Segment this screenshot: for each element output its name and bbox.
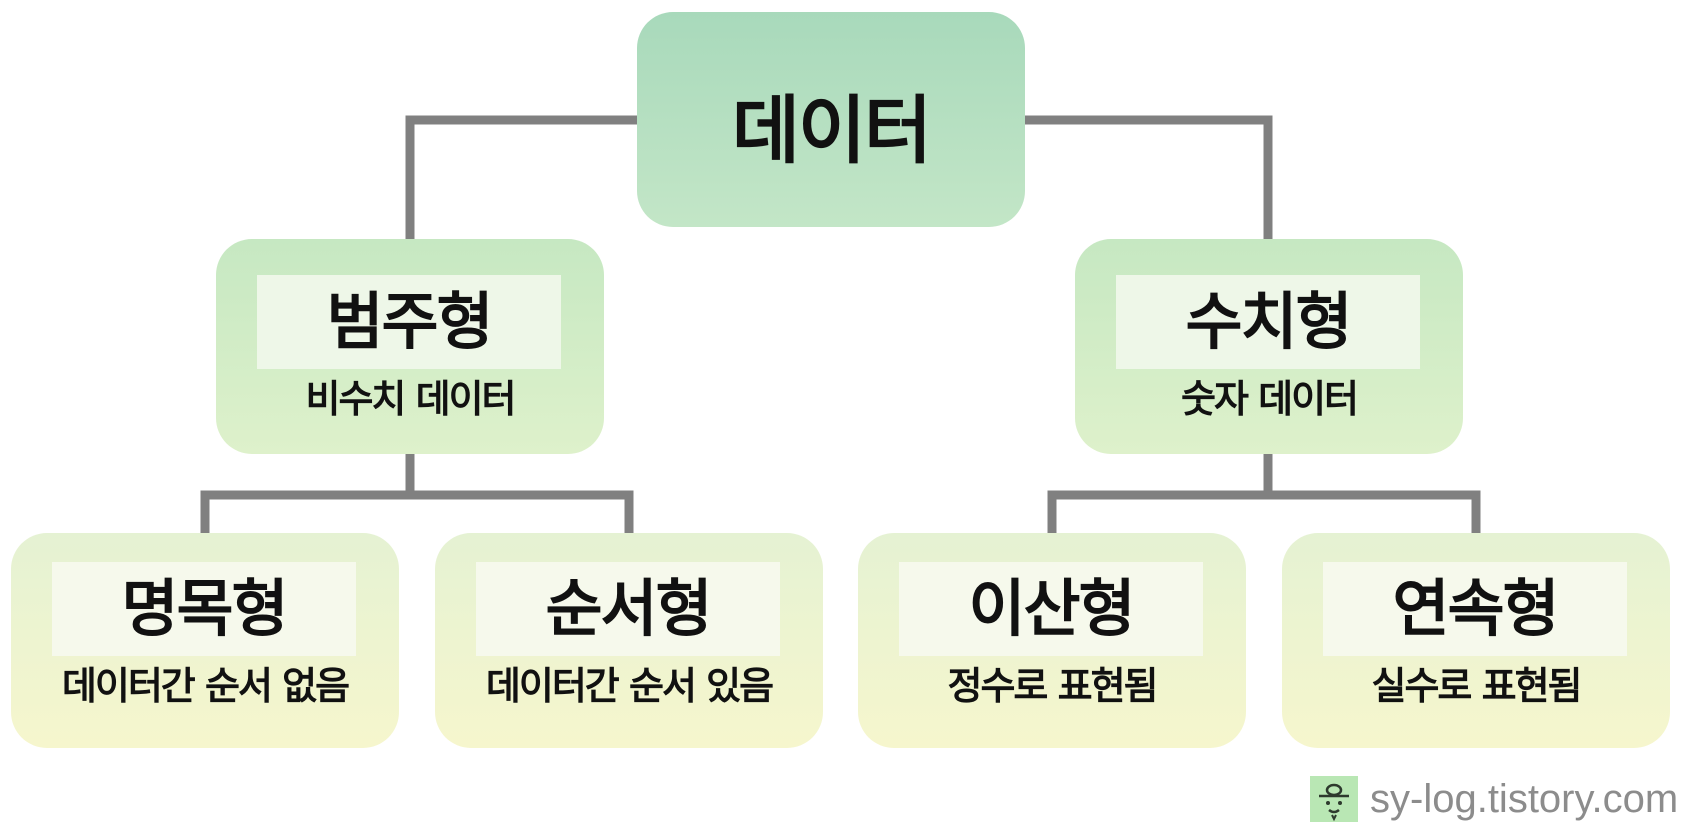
ordinal-title: 순서형 xyxy=(545,572,712,645)
numerical-label-box: 수치형 xyxy=(1116,275,1420,369)
nominal-title: 명목형 xyxy=(121,572,288,645)
categorical-title: 범주형 xyxy=(326,285,493,358)
connector-root-to-categorical xyxy=(405,115,637,239)
nominal-subtitle: 데이터간 순서 없음 xyxy=(61,664,350,708)
connector-root-to-numerical xyxy=(1025,115,1273,239)
root-node-data: 데이터 xyxy=(637,12,1025,227)
numerical-title: 수치형 xyxy=(1185,285,1352,358)
node-categorical: 범주형 비수치 데이터 xyxy=(216,239,604,454)
root-title: 데이터 xyxy=(731,88,932,174)
watermark: sy-log.tistory.com xyxy=(1310,776,1678,822)
continuous-title: 연속형 xyxy=(1392,572,1559,645)
discrete-subtitle: 정수로 표현됨 xyxy=(947,664,1159,708)
ordinal-label-box: 순서형 xyxy=(476,562,780,656)
continuous-label-box: 연속형 xyxy=(1323,562,1627,656)
continuous-subtitle: 실수로 표현됨 xyxy=(1371,664,1583,708)
node-numerical: 수치형 숫자 데이터 xyxy=(1075,239,1463,454)
discrete-label-box: 이산형 xyxy=(899,562,1203,656)
categorical-subtitle: 비수치 데이터 xyxy=(305,377,517,421)
bee-icon xyxy=(1310,776,1358,822)
categorical-label-box: 범주형 xyxy=(257,275,561,369)
ordinal-subtitle: 데이터간 순서 있음 xyxy=(485,664,774,708)
numerical-subtitle: 숫자 데이터 xyxy=(1180,377,1359,421)
node-discrete: 이산형 정수로 표현됨 xyxy=(858,533,1246,748)
node-ordinal: 순서형 데이터간 순서 있음 xyxy=(435,533,823,748)
watermark-text: sy-log.tistory.com xyxy=(1370,777,1679,821)
node-continuous: 연속형 실수로 표현됨 xyxy=(1282,533,1670,748)
nominal-label-box: 명목형 xyxy=(52,562,356,656)
node-nominal: 명목형 데이터간 순서 없음 xyxy=(11,533,399,748)
connector-categorical-branch xyxy=(200,490,634,533)
discrete-title: 이산형 xyxy=(968,572,1135,645)
connector-numerical-branch xyxy=(1047,490,1481,533)
